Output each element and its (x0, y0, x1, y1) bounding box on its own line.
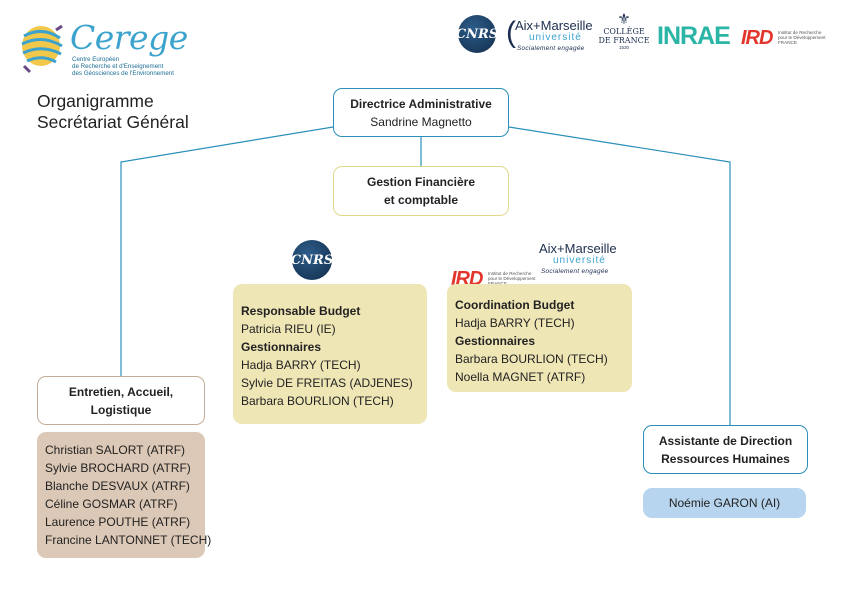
logistics-staff-panel: Christian SALORT (ATRF) Sylvie BROCHARD … (37, 432, 212, 558)
list-item: Noémie GARON (AI) (668, 496, 781, 510)
list-item: Sylvie BROCHARD (ATRF) (45, 461, 191, 475)
cerege-globe-icon (21, 24, 63, 74)
ird-amu-team-panel: Coordination Budget Hadja BARRY (TECH) G… (447, 284, 632, 392)
cnrs-team-logo: CNRS (291, 240, 333, 280)
list-item: Sylvie DE FREITAS (ADJENES) (241, 376, 413, 390)
director-box: Directrice Administrative Sandrine Magne… (333, 88, 509, 137)
logistics-box: Entretien, Accueil, Logistique (37, 376, 205, 425)
connector-to-logistics (120, 126, 334, 376)
cnrs-team-panel: Responsable Budget Patricia RIEU (IE) Ge… (233, 284, 427, 424)
list-item: Barbara BOURLION (TECH) (455, 352, 608, 366)
ird-logo: IRD Institut de Recherche pour le Dévelo… (741, 27, 826, 49)
hr-staff-panel: Noémie GARON (AI) (643, 488, 806, 518)
finance-box: Gestion Financière et comptable (333, 166, 509, 216)
director-name: Sandrine Magnetto (370, 114, 472, 129)
list-item: Francine LANTONNET (TECH) (45, 533, 212, 547)
crest-icon: ⚜ (617, 11, 631, 28)
amu-logo: ( Aix+Marseille université Socialement e… (506, 16, 593, 53)
amu-team-logo: Aix+Marseille université Socialement eng… (539, 241, 617, 275)
list-item: Céline GOSMAR (ATRF) (45, 497, 178, 511)
list-item: Laurence POUTHE (ATRF) (45, 515, 191, 529)
connector-to-hr (508, 126, 731, 425)
cerege-subtitle: Centre Européen de Recherche et d'Enseig… (72, 56, 174, 78)
director-role: Directrice Administrative (350, 96, 492, 111)
college-de-france-logo: ⚜ COLLÈGE DE FRANCE 1530 (598, 11, 650, 51)
cerege-name: Cerege (70, 18, 188, 57)
list-item: Hadja BARRY (TECH) (241, 358, 361, 372)
list-item: Blanche DESVAUX (ATRF) (45, 479, 190, 493)
inrae-logo: INRAE (657, 22, 731, 50)
list-item: Christian SALORT (ATRF) (45, 443, 186, 457)
hr-box: Assistante de Direction Ressources Humai… (643, 425, 808, 474)
page-title: Organigramme Secrétariat Général (37, 91, 189, 132)
list-item: Barbara BOURLION (TECH) (241, 394, 394, 408)
cnrs-logo: CNRS (456, 15, 498, 53)
cerege-logo: Cerege Centre Européen de Recherche et d… (18, 18, 198, 80)
list-item: Noella MAGNET (ATRF) (455, 370, 586, 384)
